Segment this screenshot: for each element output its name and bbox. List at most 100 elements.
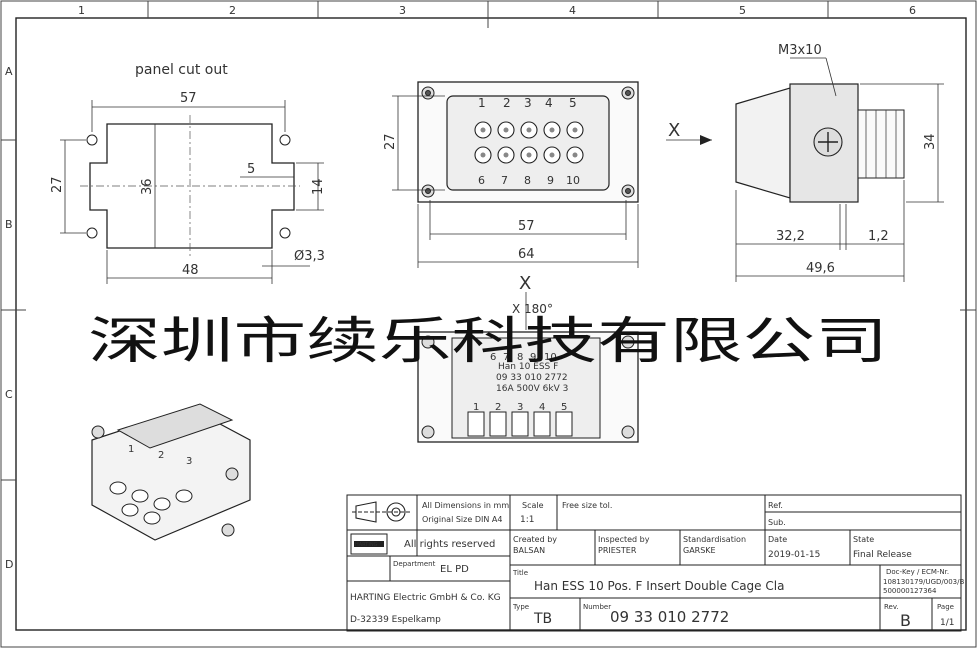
rear-text-2: 09 33 010 2772 [496,373,568,383]
state-value: Final Release [853,550,912,560]
dim-34: 34 [923,133,938,150]
front-pin-1: 1 [478,96,486,110]
rear-screws [421,335,635,439]
iso-screws [91,425,239,537]
front-insert-body [446,95,610,191]
side-ribs [865,110,897,178]
row-label-d: D [5,558,13,571]
rear-pin-4: 4 [539,402,545,413]
company-line1: HARTING Electric GmbH & Co. KG [350,593,501,603]
date-value: 2019-01-15 [768,550,820,560]
rear-text-1: Han 10 ESS F [498,362,558,372]
dockey-line2: 500000127364 [883,587,937,595]
section-arrow-head [700,135,712,145]
col-label-6: 6 [909,4,916,17]
section-mark-x: X [668,120,680,141]
dim-14: 14 [311,178,326,195]
col-label-2: 2 [229,4,236,17]
rights-text: All rights reserved [404,539,495,550]
rear-pin-7: 7 [503,352,509,363]
rear-cages [467,411,573,437]
iso-top [116,403,234,449]
row-label-a: A [5,65,13,78]
rear-pin-5: 5 [561,402,567,413]
date-label: Date [768,535,787,544]
projection-symbol-icon [352,501,410,523]
orig-size-text: Original Size DIN A4 [422,515,502,524]
iso-pin-2: 2 [158,450,164,461]
section-mark-x-2: X [519,273,531,294]
created-label: Created by [513,535,557,544]
rotate-label: X 180° [512,302,553,316]
front-pin-10: 10 [566,174,580,187]
iso-pin-1: 1 [128,444,134,455]
rear-view: X 180° Han 10 ESS F 09 33 010 2772 16A 5… [417,302,639,443]
rear-pin-2: 2 [495,402,501,413]
rear-pin-3: 3 [517,402,523,413]
front-screws [421,86,635,198]
panel-holes [86,134,291,239]
rear-pin-6: 6 [490,352,496,363]
front-contact-centres [480,127,578,158]
panel-cutout-view: panel cut out 57 36 27 48 5 14 Ø3,3 [50,62,326,284]
dockey-label: Doc-Key / ECM-Nr. [886,568,949,576]
col-label-1: 1 [78,4,85,17]
harting-logo-icon: HARTING [350,533,388,555]
front-view: 1 2 3 4 5 6 7 8 9 10 27 57 64 X X [383,81,712,330]
isometric-view: 1 2 3 [91,403,251,541]
side-screw-slot [818,132,838,152]
rear-pin-8: 8 [517,352,523,363]
front-pin-6: 6 [478,174,485,187]
side-view: M3x10 34 32,2 1,2 49,6 [735,43,944,282]
dim-57-panel: 57 [180,91,197,106]
screw-callout: M3x10 [778,43,822,58]
rear-pin-1: 1 [473,402,479,413]
dim-27-panel: 27 [50,176,65,193]
iso-pin-3: 3 [186,456,192,467]
column-grid [1,1,976,481]
inspected-value: PRIESTER [598,546,637,555]
dim-1-2: 1,2 [868,229,889,244]
title-block [346,494,962,632]
side-dim-lines [735,57,944,282]
page-label: Page [937,603,954,611]
side-hood [735,87,791,199]
dept-value: EL PD [440,564,469,575]
col-label-5: 5 [739,4,746,17]
dim-36: 36 [140,178,155,195]
panel-outline [89,123,295,249]
created-value: BALSAN [513,546,545,555]
front-pin-8: 8 [524,174,531,187]
front-pin-5: 5 [569,96,577,110]
number-label: Number [583,603,611,611]
dim-57-front: 57 [518,219,535,234]
rear-pin-10: 10 [544,352,557,363]
dim-64: 64 [518,247,535,262]
rev-label: Rev. [884,603,899,611]
dept-label: Department [393,560,436,568]
inspected-label: Inspected by [598,535,650,544]
ref-label: Ref. [768,501,783,510]
dim-49-6: 49,6 [806,261,835,276]
rev-value: B [900,611,911,630]
tol-label: Free size tol. [562,501,612,510]
dim-hole-dia: Ø3,3 [294,249,325,264]
iso-contacts [109,481,193,525]
rear-text-3: 16A 500V 6kV 3 [496,384,568,394]
type-label: Type [512,603,529,611]
number-value: 09 33 010 2772 [610,608,729,626]
title-value: Han ESS 10 Pos. F Insert Double Cage Cla [534,579,784,593]
side-wire-end [857,109,905,179]
title-label: Title [512,569,528,577]
col-label-4: 4 [569,4,576,17]
panel-centerlines [80,115,300,258]
all-dims-text: All Dimensions in mm [422,501,509,510]
dim-5: 5 [247,162,255,177]
std-value: GARSKE [683,546,716,555]
company-line2: D-32339 Espelkamp [350,615,441,625]
dim-27-front: 27 [383,133,398,150]
front-pin-7: 7 [501,174,508,187]
inner-border [15,17,967,631]
type-value: TB [533,611,552,627]
